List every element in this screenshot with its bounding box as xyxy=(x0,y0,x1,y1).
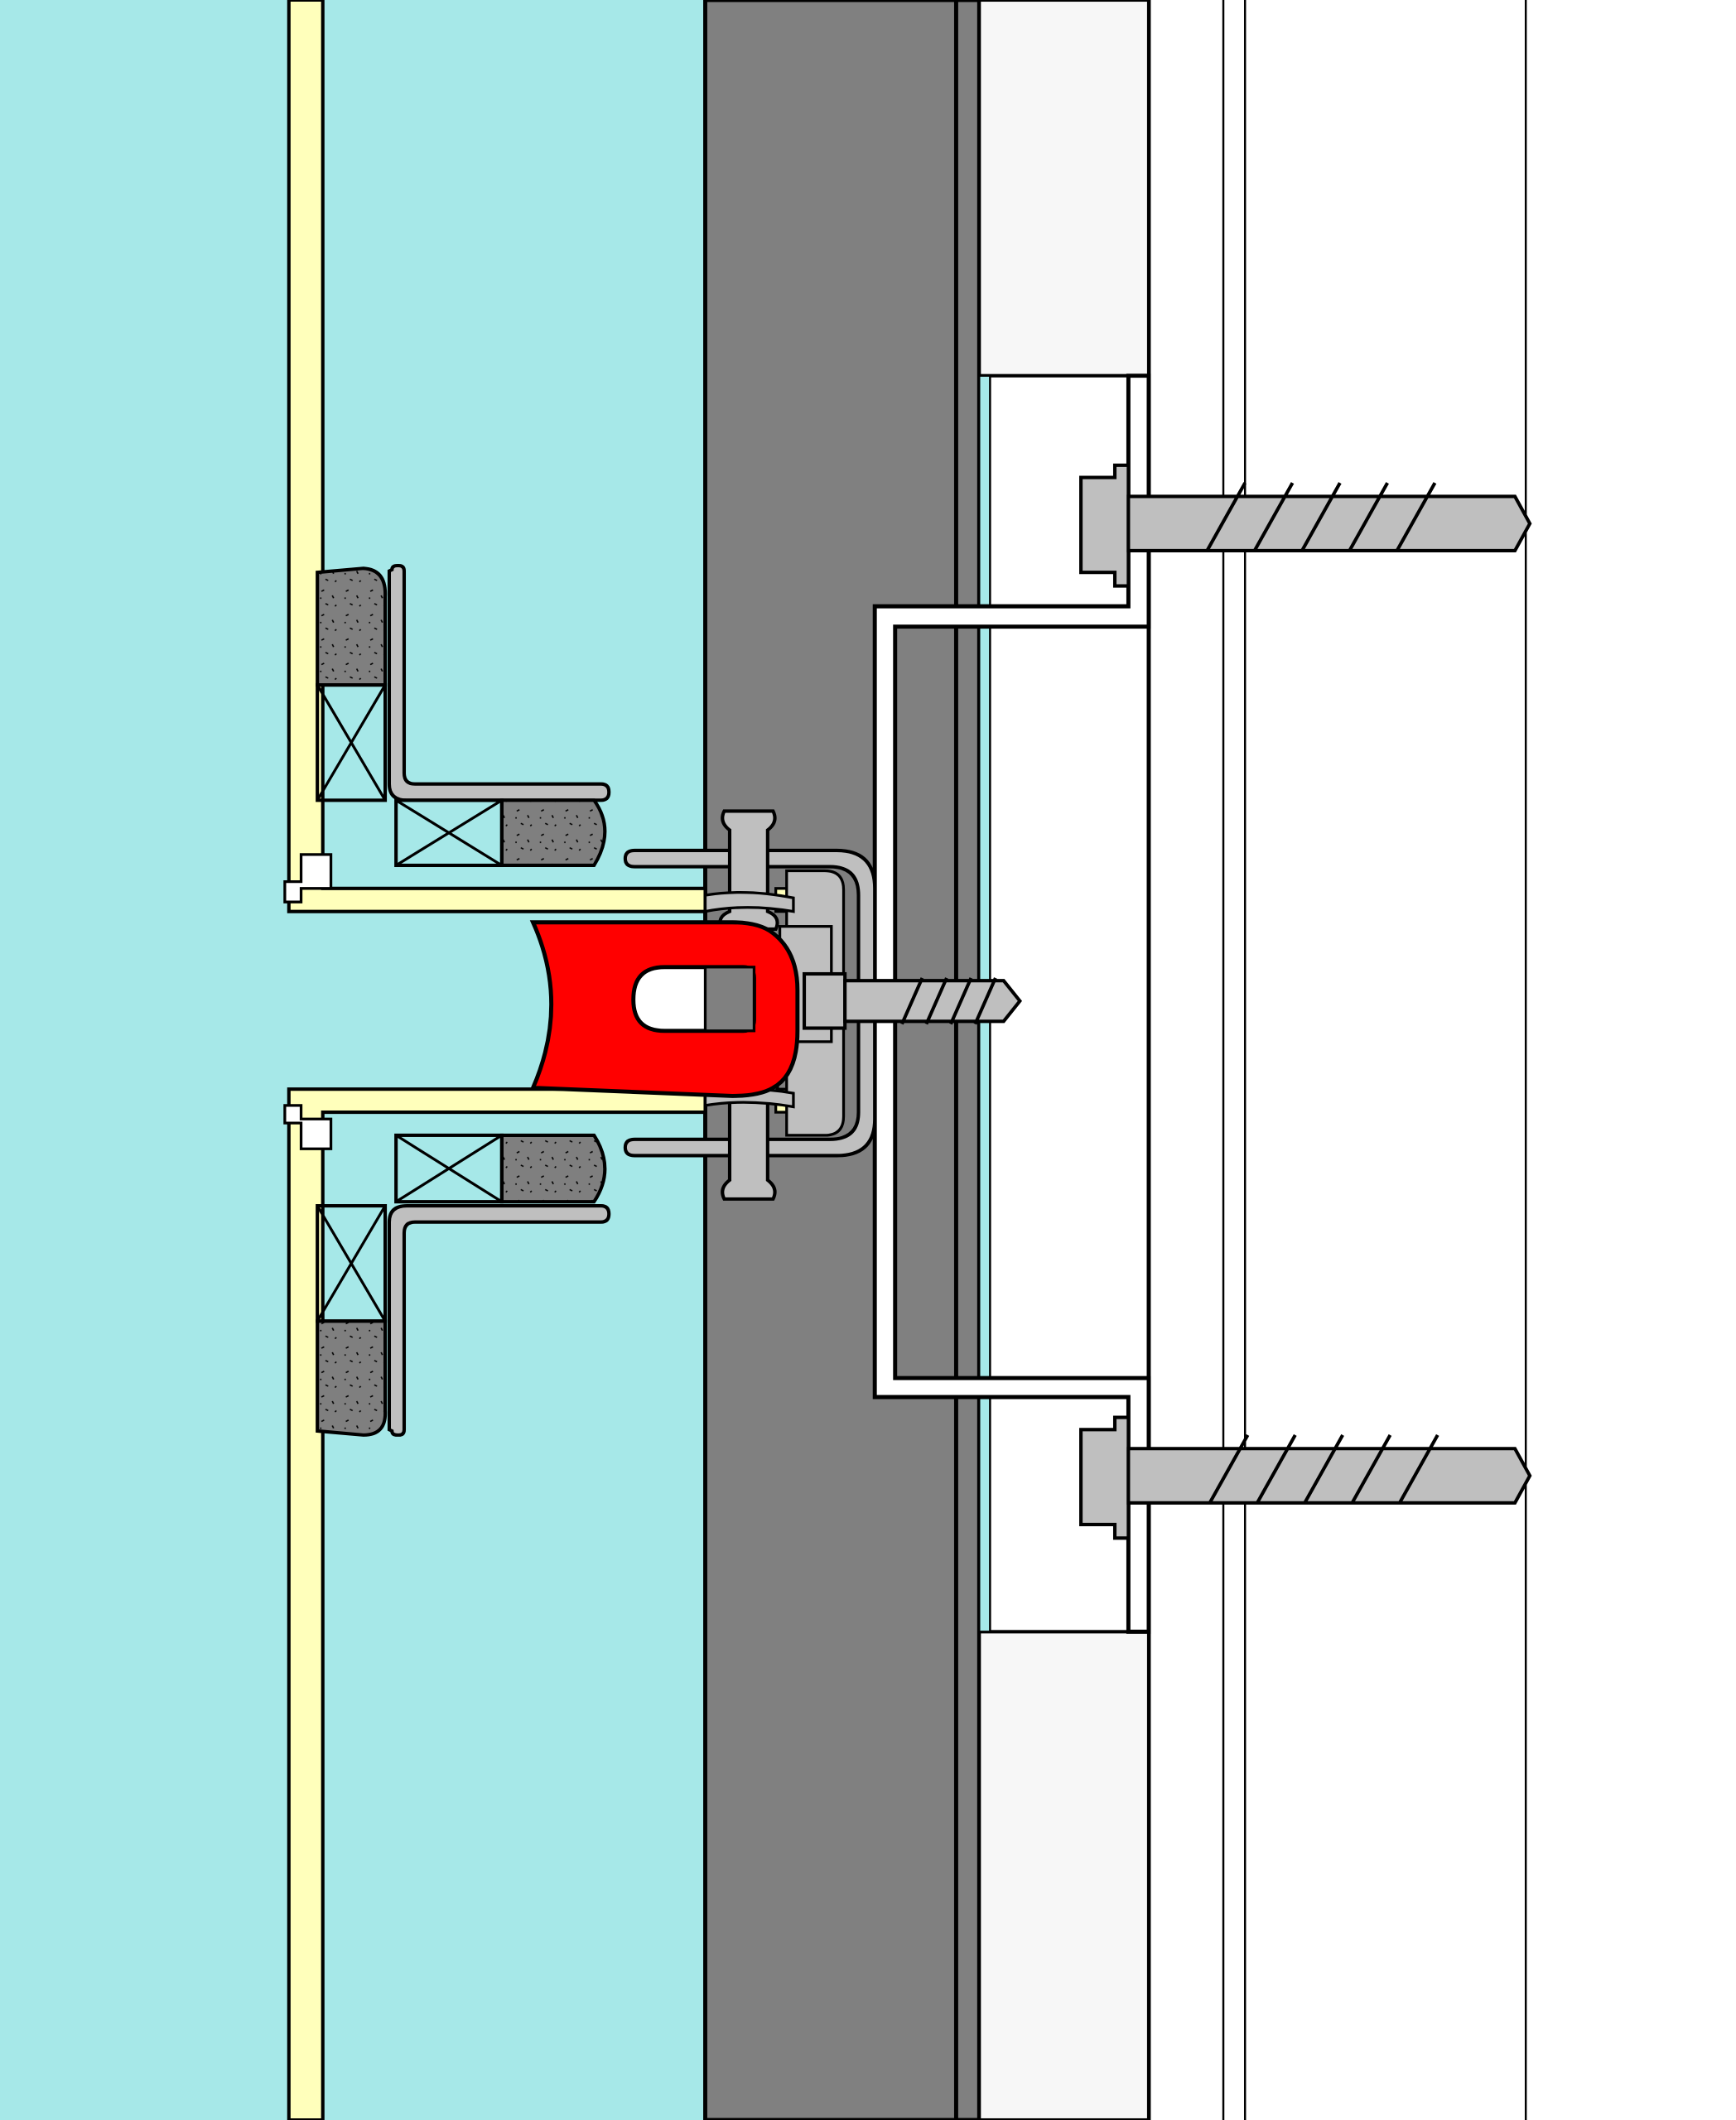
sealant-gasket-upper xyxy=(316,563,611,868)
cover-panel-top xyxy=(977,0,1151,378)
fixing-screw-lower xyxy=(1079,1415,1532,1540)
bolt-lower xyxy=(703,1079,795,1201)
backer-rod-upper-horizontal xyxy=(394,798,504,868)
corner-key-lower xyxy=(283,1104,333,1150)
bolt-upper xyxy=(703,809,795,931)
support-rail xyxy=(872,373,1151,1634)
angle-profile-lower xyxy=(387,1204,611,1437)
membrane-strip xyxy=(953,0,981,2120)
cover-panel-bottom xyxy=(977,1630,1151,2120)
fixing-screw-upper xyxy=(1079,463,1532,588)
backer-rod-upper-vertical xyxy=(316,683,388,802)
corner-key-upper xyxy=(283,853,333,903)
backer-rod-lower-horizontal xyxy=(394,1133,504,1204)
sealant-gasket-lower xyxy=(316,1133,611,1437)
bracket-slot-insert xyxy=(703,966,756,1033)
self-drilling-screw xyxy=(802,971,1023,1030)
cladding-panel-upper xyxy=(287,0,707,913)
